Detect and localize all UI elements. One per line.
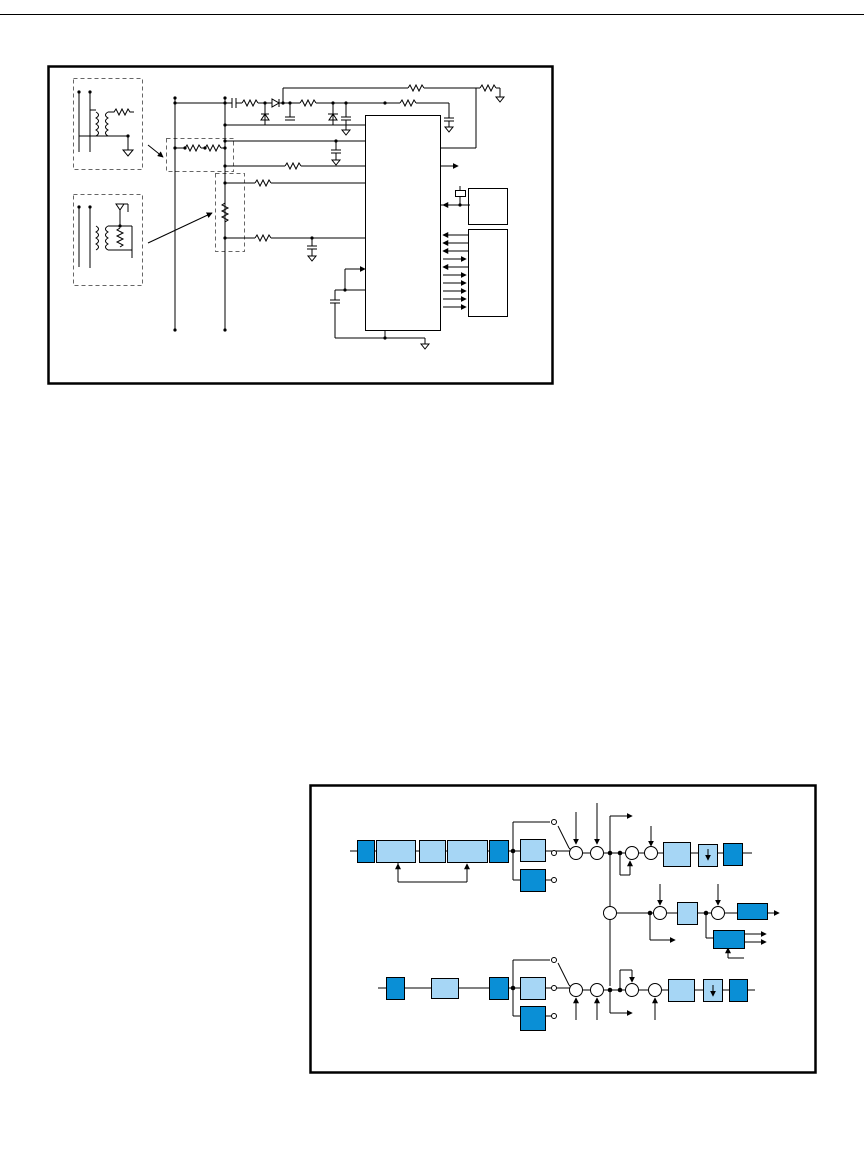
dashed-region-1 xyxy=(166,138,234,172)
schematic-figure xyxy=(47,65,554,385)
junction-dots xyxy=(77,90,462,340)
block-dark xyxy=(489,840,509,863)
transformer-box-1 xyxy=(73,78,143,170)
junction-dots-2 xyxy=(510,848,709,993)
dashed-region-2 xyxy=(215,173,245,252)
block-dark xyxy=(386,977,405,1000)
block-light xyxy=(431,978,459,999)
transformer-1 xyxy=(78,92,135,157)
block-light xyxy=(668,979,695,1002)
block-dark xyxy=(723,843,743,866)
schematic-frame xyxy=(47,65,554,385)
crystal xyxy=(455,190,466,197)
header-rule xyxy=(0,14,864,15)
block-dark xyxy=(520,869,546,892)
block-dark xyxy=(713,930,745,949)
summing-junctions xyxy=(569,846,725,997)
io-box xyxy=(468,229,508,317)
pointer-arrow-2 xyxy=(147,212,213,244)
peripheral-box xyxy=(468,188,508,225)
block-dark xyxy=(729,979,748,1002)
block-diagram-canvas xyxy=(309,784,817,1074)
block-light xyxy=(520,977,546,1000)
block-dark xyxy=(357,840,375,863)
block-light xyxy=(419,840,446,863)
block-light xyxy=(677,902,698,925)
dsp-blocks xyxy=(357,839,768,1031)
block-light xyxy=(376,840,416,863)
block-diagram-frame xyxy=(309,784,817,1074)
block-light xyxy=(520,839,546,862)
switch-contacts xyxy=(551,819,557,1019)
transformer-2 xyxy=(78,203,133,268)
block-light xyxy=(447,840,488,863)
pointer-arrow-1 xyxy=(147,144,164,158)
block-light xyxy=(663,842,691,867)
block-dark xyxy=(737,903,768,920)
transformer-box-2 xyxy=(73,194,143,286)
block-diagram-figure xyxy=(309,784,817,1075)
block-dark xyxy=(489,977,509,1000)
block-dark xyxy=(520,1006,546,1031)
ic-body xyxy=(365,115,441,331)
schematic-canvas xyxy=(47,65,554,385)
